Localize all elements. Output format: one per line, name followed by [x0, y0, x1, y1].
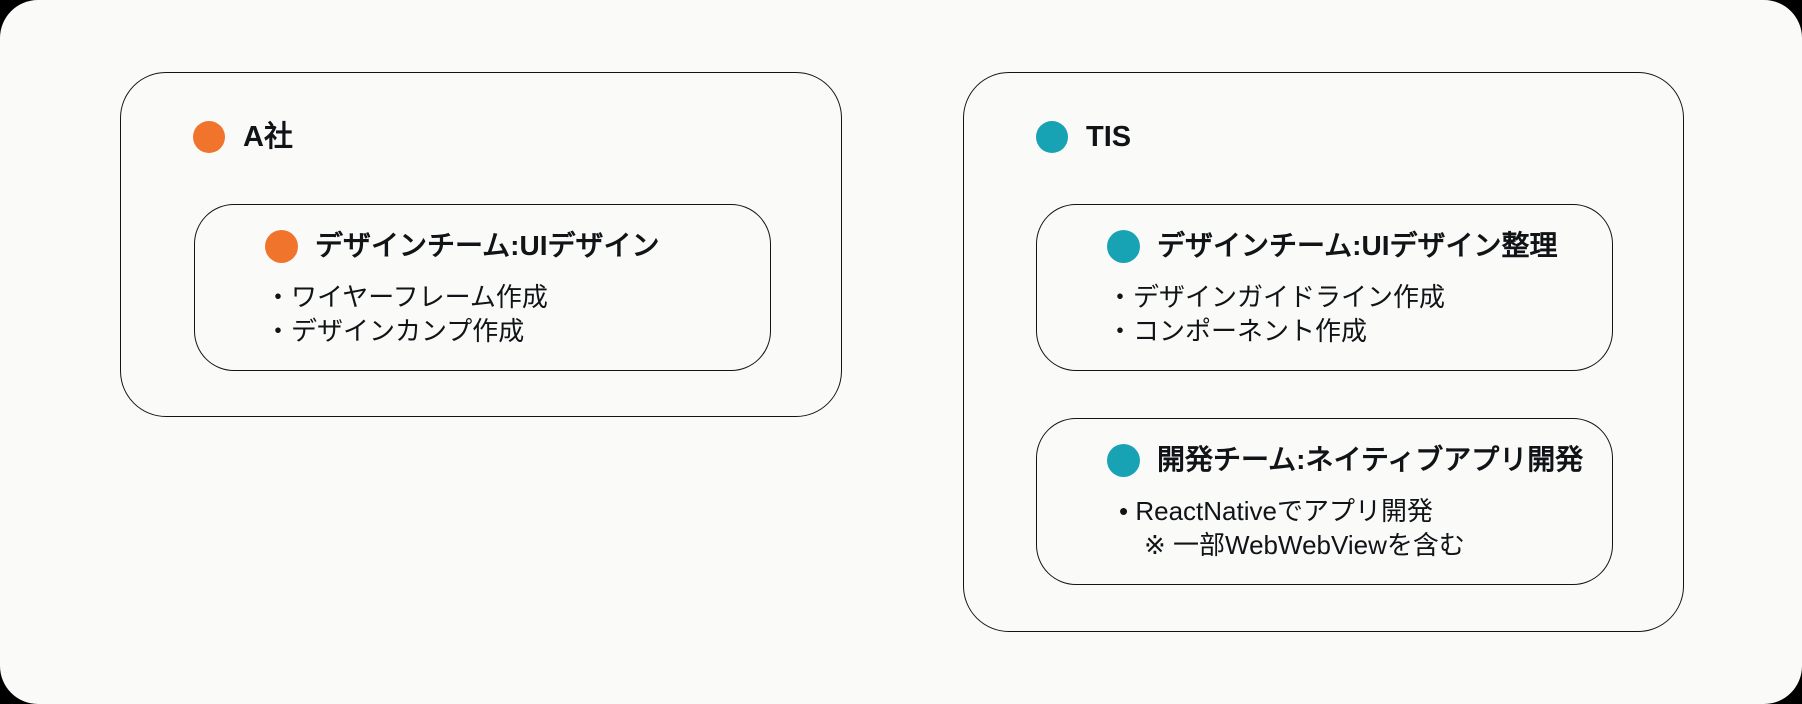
team-title-tis-dev: 開発チーム:ネイティブアプリ開発: [1157, 444, 1584, 475]
group-header-company-a: A社: [193, 120, 293, 154]
team-header-tis-design: デザインチーム:UIデザイン整理: [1107, 229, 1558, 263]
group-header-tis: TIS: [1036, 120, 1131, 154]
list-item: ・デザインカンプ作成: [265, 316, 525, 346]
list-item-note: ※ 一部WebWebViewを含む: [1144, 530, 1465, 560]
list-item: ・ワイヤーフレーム作成: [265, 282, 548, 312]
team-title-tis-design: デザインチーム:UIデザイン整理: [1157, 230, 1558, 261]
team-title-a-design: デザインチーム:UIデザイン: [315, 230, 660, 261]
list-item: • ReactNativeでアプリ開発: [1119, 496, 1433, 526]
team-box-tis-dev: 開発チーム:ネイティブアプリ開発 • ReactNativeでアプリ開発 ※ 一…: [1036, 418, 1613, 585]
company-a-dot-icon: [193, 121, 225, 153]
team-tis-dev-dot-icon: [1107, 443, 1140, 477]
team-tis-design-dot-icon: [1107, 229, 1140, 263]
group-label-company-a: A社: [243, 121, 293, 153]
team-a-design-dot-icon: [265, 229, 298, 263]
tis-dot-icon: [1036, 121, 1068, 153]
team-box-tis-design: デザインチーム:UIデザイン整理 ・デザインガイドライン作成 ・コンポーネント作…: [1036, 204, 1613, 371]
team-header-a-design: デザインチーム:UIデザイン: [265, 229, 660, 263]
list-item: ・デザインガイドライン作成: [1107, 282, 1446, 312]
team-items-a-design: ・ワイヤーフレーム作成 ・デザインカンプ作成: [265, 280, 548, 348]
team-items-tis-design: ・デザインガイドライン作成 ・コンポーネント作成: [1107, 280, 1445, 348]
group-box-tis: TIS デザインチーム:UIデザイン整理 ・デザインガイドライン作成 ・コンポー…: [963, 72, 1684, 632]
team-box-a-design: デザインチーム:UIデザイン ・ワイヤーフレーム作成 ・デザインカンプ作成: [194, 204, 771, 371]
group-label-tis: TIS: [1086, 121, 1132, 153]
team-header-tis-dev: 開発チーム:ネイティブアプリ開発: [1107, 443, 1583, 477]
group-box-company-a: A社 デザインチーム:UIデザイン ・ワイヤーフレーム作成 ・デザインカンプ作成: [120, 72, 842, 417]
team-items-tis-dev: • ReactNativeでアプリ開発 ※ 一部WebWebViewを含む: [1119, 494, 1465, 562]
list-item: ・コンポーネント作成: [1107, 316, 1368, 346]
